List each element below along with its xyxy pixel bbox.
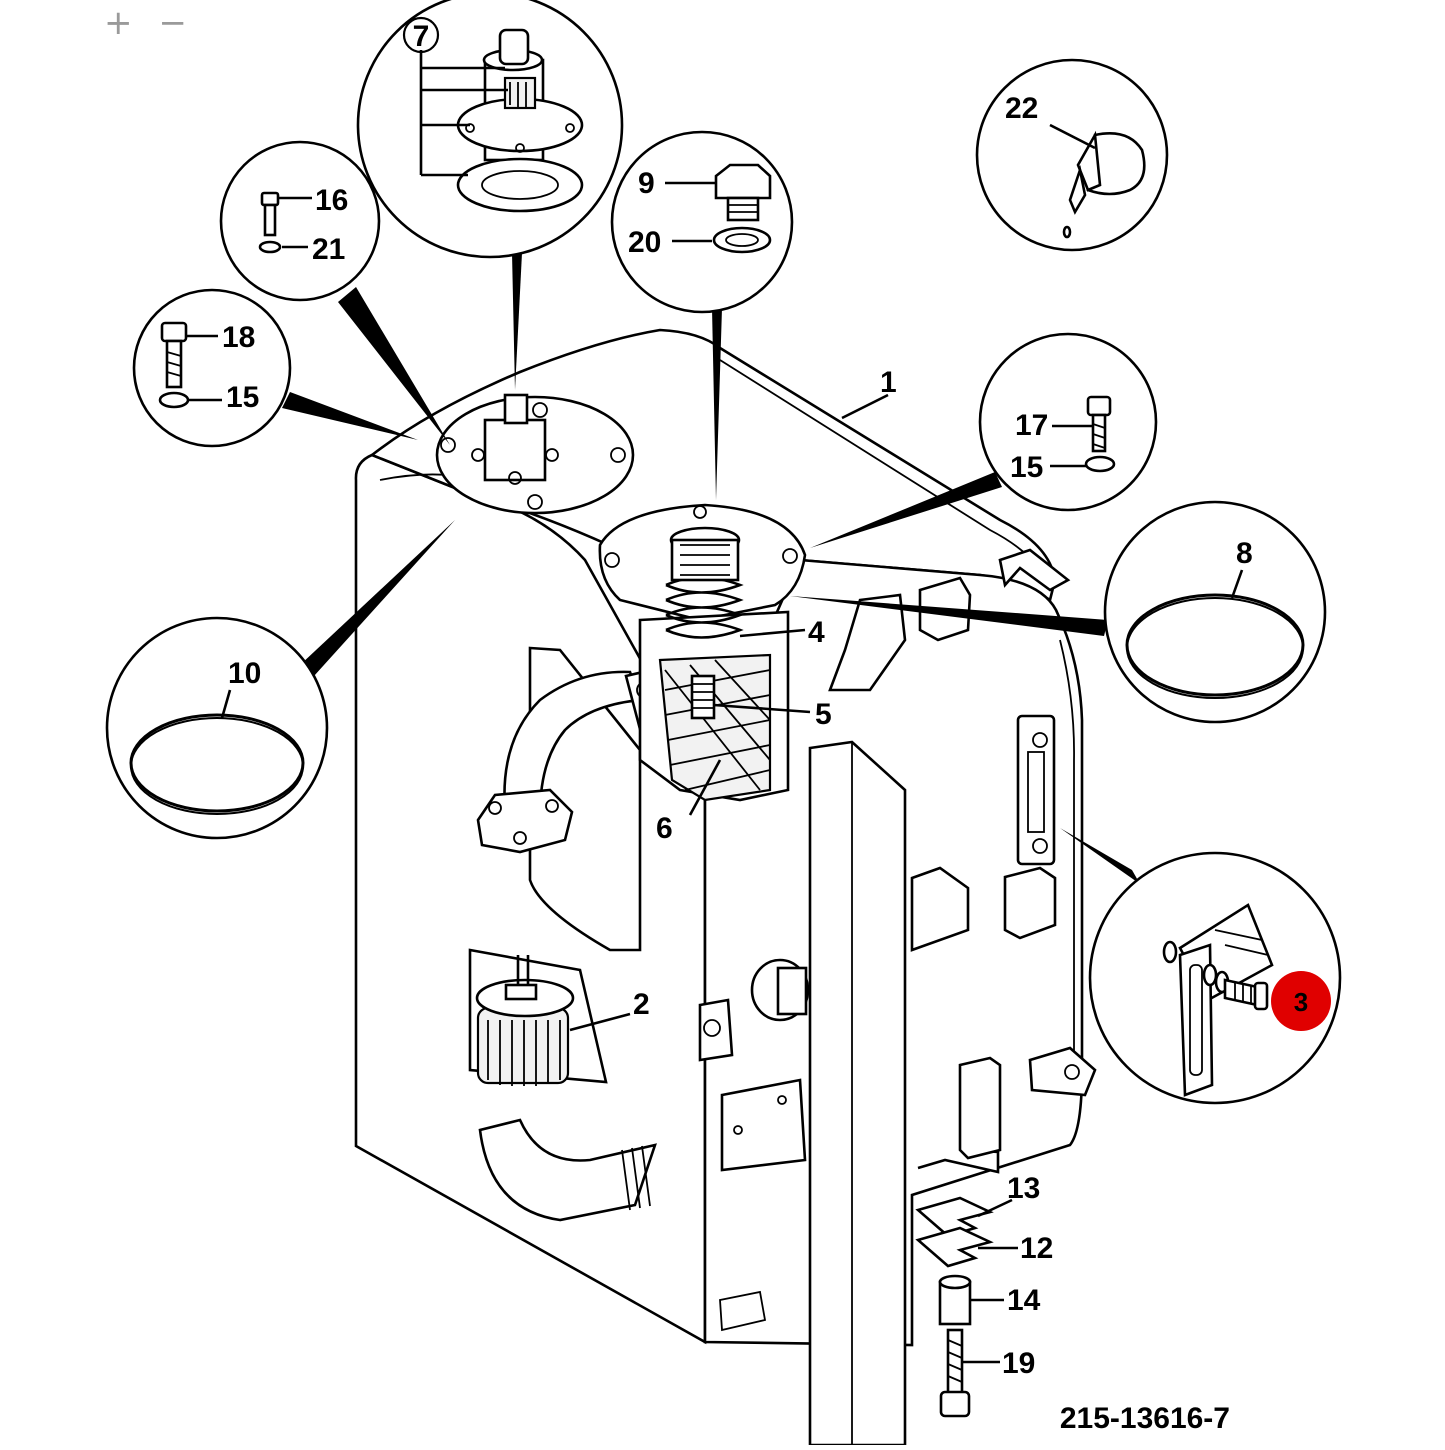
callout-7[interactable]: 7 — [413, 20, 430, 53]
suction-strainer — [468, 948, 608, 1086]
callout-4[interactable]: 4 — [808, 616, 825, 649]
callout-8[interactable]: 8 — [1236, 537, 1253, 570]
callout-22[interactable]: 22 — [1005, 92, 1038, 125]
callout-10[interactable]: 10 — [228, 657, 261, 690]
callout-labels: 7 16 21 18 15 9 20 22 1 17 15 8 4 10 5 6… — [222, 16, 1253, 1380]
leader-2 — [569, 1012, 631, 1032]
leader-13 — [977, 1198, 1013, 1218]
front-guard-plate — [808, 740, 907, 1447]
diagram-id-label: 215-13616-7 — [1060, 1402, 1230, 1435]
mounting-hardware-stack — [915, 1196, 994, 1418]
detail-circle-9-20 — [610, 130, 794, 314]
callout-6[interactable]: 6 — [656, 812, 673, 845]
callout-21[interactable]: 21 — [312, 233, 345, 266]
detail-circle-22 — [975, 58, 1169, 252]
callout-5[interactable]: 5 — [815, 698, 832, 731]
highlighted-callout-3[interactable]: 3 — [1271, 971, 1331, 1031]
callout-13[interactable]: 13 — [1007, 1172, 1040, 1205]
detail-circle-16-21 — [219, 140, 381, 302]
detail-circle-10 — [105, 616, 329, 840]
detail-circle-7 — [356, 0, 624, 259]
callout-20[interactable]: 20 — [628, 226, 661, 259]
mounting-brackets — [698, 548, 1097, 1174]
detail-circle-18-15 — [132, 288, 292, 448]
zoom-controls: + − — [104, 6, 187, 40]
callout-14[interactable]: 14 — [1007, 1284, 1041, 1317]
level-sight-gauge — [1016, 714, 1056, 866]
callout-17[interactable]: 17 — [1015, 409, 1048, 442]
callout-16[interactable]: 16 — [315, 184, 348, 217]
highlight-marker[interactable] — [1271, 971, 1331, 1031]
callout-19[interactable]: 19 — [1002, 1347, 1035, 1380]
detail-circle-17-15 — [978, 332, 1158, 512]
callout-9[interactable]: 9 — [638, 167, 655, 200]
leader-1 — [841, 393, 889, 420]
callout-3[interactable]: 3 — [1294, 987, 1308, 1017]
leader-5 — [713, 703, 811, 714]
leader-6 — [688, 759, 722, 816]
detail-circle-3 — [1088, 851, 1342, 1105]
callout-12[interactable]: 12 — [1020, 1232, 1053, 1265]
callout-15a[interactable]: 15 — [226, 381, 259, 414]
detail-circle-8 — [1103, 500, 1327, 724]
callout-1[interactable]: 1 — [880, 366, 897, 399]
zoom-in-button[interactable]: + — [104, 3, 133, 43]
callout-2[interactable]: 2 — [633, 988, 650, 1021]
callout-15b[interactable]: 15 — [1010, 451, 1043, 484]
detail-pointer-wedges — [282, 253, 1140, 884]
zoom-out-button[interactable]: − — [158, 3, 188, 43]
return-filter-assembly — [598, 503, 807, 802]
leader-4 — [739, 628, 806, 638]
suction-hose — [478, 1118, 657, 1222]
callout-18[interactable]: 18 — [222, 321, 255, 354]
filler-breather-assembly — [435, 393, 635, 515]
